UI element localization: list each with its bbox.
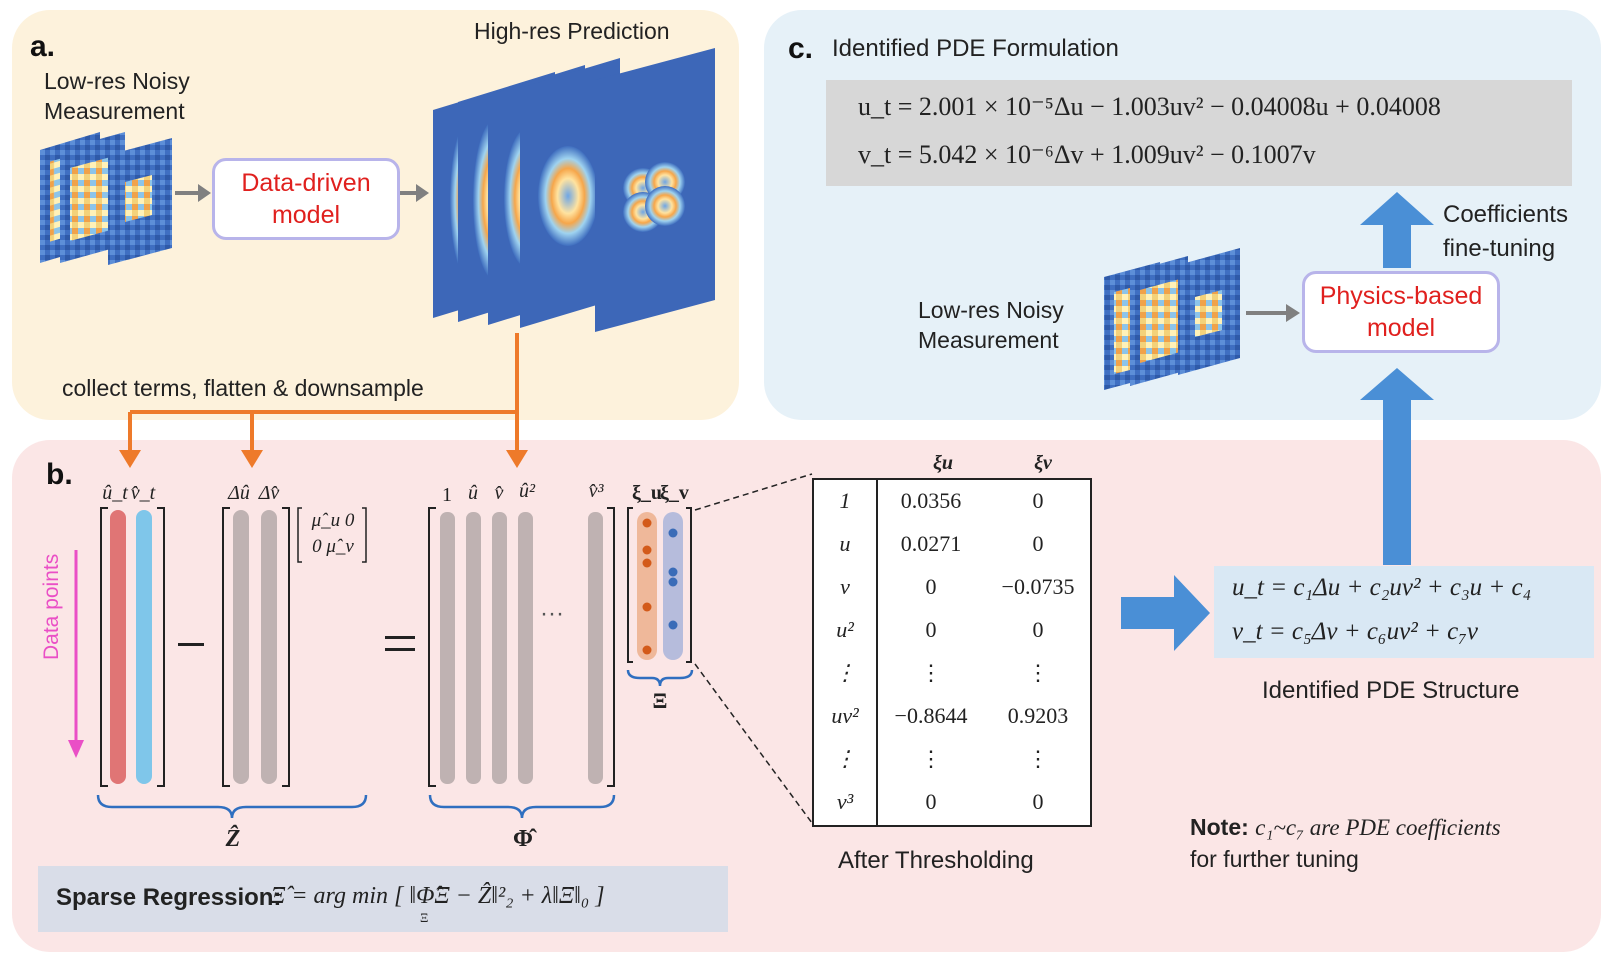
col-label-xi-u: ξ_u	[632, 482, 663, 504]
col-label-ut: û_t	[102, 482, 128, 504]
table-cell-xi-u: 0	[925, 573, 937, 599]
col-label-u2: û²	[519, 480, 535, 502]
sparse-regression-argmin-sub: Ξ	[420, 910, 429, 925]
braces	[96, 669, 694, 819]
note-line2: for further tuning	[1190, 846, 1359, 872]
table-cell-xi-u: 0.0356	[900, 487, 962, 513]
table-cell-xi-v: 0	[1032, 789, 1044, 815]
col-label-dv: Δv̂	[258, 482, 280, 504]
table-cell-xi-v: ⋮	[1027, 660, 1049, 686]
data-points-label: Data points	[40, 553, 63, 660]
table-cell-xi-u: −0.8644	[894, 703, 968, 729]
data-driven-model-line2: model	[271, 201, 341, 229]
pde-structure-caption: Identified PDE Structure	[1262, 677, 1520, 704]
table-cell-xi-u: 0	[925, 789, 937, 815]
table-cell-xi-u: ⋮	[920, 660, 942, 686]
panel-c-label: c.	[788, 32, 814, 65]
data-driven-model-line1: Data-driven	[241, 169, 371, 197]
pde-formulation-eq1: u_t = 2.001 × 10⁻⁵Δu − 1.003uv² − 0.0400…	[858, 92, 1441, 121]
col-label-du: Δû	[228, 482, 250, 504]
table-row: 1 0.0356 0	[814, 488, 1090, 516]
phi-matrix	[428, 507, 615, 787]
table-cell-term: ⋮	[834, 660, 856, 686]
table-cell-term: ⋮	[834, 746, 856, 772]
low-res-label-a-line1: Low-res Noisy	[44, 68, 190, 94]
table-cell-xi-u: 0	[925, 616, 937, 642]
after-thresholding-caption: After Thresholding	[838, 847, 1034, 874]
table-row: v³ 0 0	[814, 789, 1090, 817]
data-driven-model-box: Data-driven model	[212, 158, 400, 240]
high-res-prediction-label: High-res Prediction	[474, 18, 670, 44]
table-header-xi-u: ξu	[932, 452, 954, 474]
note-line1: Note: c₁~c₇ are PDE coefficients	[1190, 812, 1501, 843]
panel-b-label: b.	[46, 458, 73, 491]
xi-matrix	[627, 507, 692, 663]
col-label-v: v̂	[494, 482, 504, 504]
panel-a-label: a.	[30, 30, 56, 63]
table-row: v 0 −0.0735	[814, 574, 1090, 602]
identified-pde-formulation-title: Identified PDE Formulation	[832, 35, 1119, 62]
table-cell-xi-v: ⋮	[1027, 746, 1049, 772]
low-res-label-c-line1: Low-res Noisy	[918, 297, 1064, 323]
sparse-regression-box: Sparse Regression: Ξ̂ = arg min [ ‖Φ̂Ξ −…	[38, 866, 728, 932]
col-label-xi-v: ξ_v	[660, 482, 689, 504]
low-res-stack-c	[1104, 248, 1240, 390]
phi-hat-label: Φ̂	[513, 826, 533, 852]
physics-based-model-line2: model	[1366, 314, 1436, 342]
collect-terms-label: collect terms, flatten & downsample	[62, 375, 424, 401]
xi-label: Ξ	[652, 688, 668, 713]
table-row: ⋮ ⋮ ⋮	[814, 746, 1090, 774]
table-cell-term: uv²	[831, 703, 859, 729]
col-label-u: û	[468, 482, 478, 504]
table-cell-xi-v: 0	[1032, 487, 1044, 513]
table-cell-xi-v: −0.0735	[1001, 573, 1075, 599]
table-cell-xi-v: 0	[1032, 616, 1044, 642]
table-row: uv² −0.8644 0.9203	[814, 703, 1090, 731]
threshold-table: 1 0.0356 0 u 0.0271 0 v 0 −0.0735 u² 0 0 ⋮ ⋮ ⋮ uv² −0.86…	[812, 478, 1092, 827]
table-cell-xi-v: 0.9203	[1007, 703, 1069, 729]
high-res-stack	[433, 48, 715, 332]
pde-structure-eq2: v_t = c₅Δv + c₆uv² + c₇v	[1232, 618, 1478, 645]
orange-connectors	[128, 333, 519, 455]
z-hat-label: Ẑ	[225, 826, 241, 852]
table-cell-xi-u: ⋮	[920, 746, 942, 772]
low-res-label-a-line2: Measurement	[44, 98, 185, 124]
sparse-regression-label: Sparse Regression:	[56, 884, 282, 911]
table-row: u² 0 0	[814, 617, 1090, 645]
table-header-xi-v: ξv	[1034, 452, 1052, 474]
table-cell-term: u	[839, 530, 851, 556]
physics-based-model-line1: Physics-based	[1319, 282, 1483, 310]
pde-formulation-box: u_t = 2.001 × 10⁻⁵Δu − 1.003uv² − 0.0400…	[826, 80, 1572, 186]
columns-ellipsis: ···	[540, 600, 564, 627]
z-matrix	[100, 507, 367, 787]
low-res-label-c-line2: Measurement	[918, 327, 1059, 353]
table-cell-xi-u: 0.0271	[900, 530, 962, 556]
col-label-vt: v̂_t	[130, 482, 156, 504]
low-res-stack-a	[40, 132, 172, 265]
finetune-label-line2: fine-tuning	[1443, 235, 1556, 262]
pde-formulation-eq2: v_t = 5.042 × 10⁻⁶Δv + 1.009uv² − 0.1007…	[858, 140, 1316, 169]
pde-structure-eq1: u_t = c₁Δu + c₂uv² + c₃u + c₄	[1232, 574, 1532, 601]
table-cell-term: v³	[836, 789, 854, 815]
sparse-regression-formula: Ξ̂ = arg min [ ‖Φ̂Ξ − Ẑ‖²₂ + λ‖Ξ‖₀ ]	[270, 883, 605, 909]
note-text-line1: c₁~c₇ are PDE coefficients	[1255, 815, 1501, 840]
table-cell-xi-v: 0	[1032, 530, 1044, 556]
table-cell-term: u²	[836, 616, 854, 642]
finetune-label-line1: Coefficients	[1443, 201, 1568, 228]
table-row: u 0.0271 0	[814, 531, 1090, 559]
col-label-v3: v̂³	[588, 480, 604, 502]
note-bold-label: Note:	[1190, 814, 1249, 840]
table-cell-term: v	[840, 573, 850, 599]
table-divider	[876, 480, 878, 825]
table-cell-term: 1	[839, 487, 851, 513]
mu-matrix-row2: 0 μ̂_v	[312, 536, 354, 557]
physics-based-model-box: Physics-based model	[1302, 271, 1500, 353]
pde-structure-box: u_t = c₁Δu + c₂uv² + c₃u + c₄ v_t = c₅Δv…	[1214, 566, 1594, 658]
col-label-one: 1	[442, 484, 452, 506]
table-row: ⋮ ⋮ ⋮	[814, 660, 1090, 688]
mu-matrix-row1: μ̂_u 0	[311, 510, 355, 531]
